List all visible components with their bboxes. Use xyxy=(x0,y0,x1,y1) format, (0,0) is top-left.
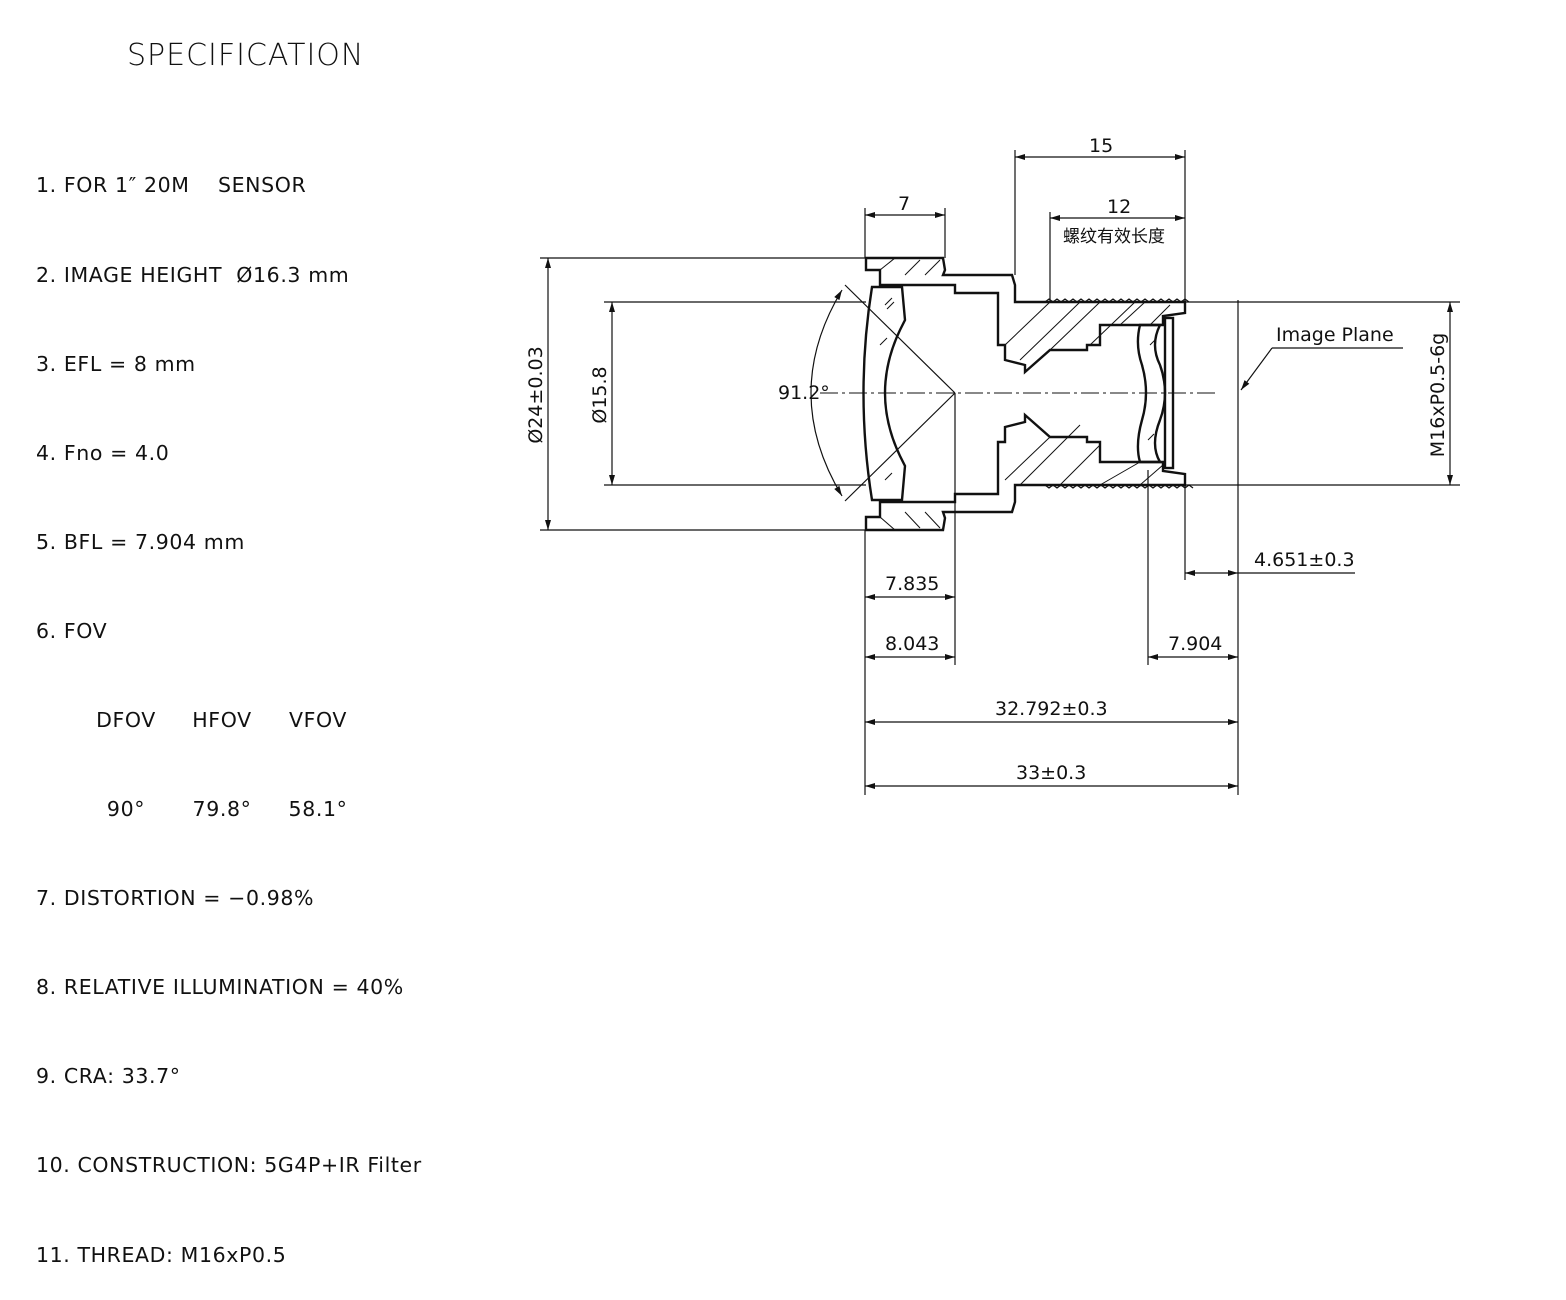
spec-item: 2. IMAGE HEIGHT Ø16.3 mm xyxy=(36,262,350,287)
thread-spec-label: M16xP0.5-6g xyxy=(1427,333,1449,458)
dim-8-043-label: 8.043 xyxy=(885,633,939,655)
spec-item: 8. RELATIVE ILLUMINATION = 40% xyxy=(36,975,404,1000)
spec-item: 7. DISTORTION = −0.98% xyxy=(36,886,315,911)
fov-header-hfov: HFOV xyxy=(192,707,252,732)
spec-item: 9. CRA: 33.7° xyxy=(36,1064,181,1089)
spec-item: 11. THREAD: M16xP0.5 xyxy=(36,1242,287,1267)
dim-7-904-label: 7.904 xyxy=(1168,633,1222,655)
lens-drawing: 91.2° 15 7 12 xyxy=(525,135,1460,795)
fov-header-dfov: DFOV xyxy=(96,707,156,732)
extension-lines xyxy=(540,150,1460,795)
spec-item: 3. EFL = 8 mm xyxy=(36,351,196,376)
spec-item: 1. FOR 1″ 20M SENSOR xyxy=(36,173,307,198)
spec-item: 6. FOV xyxy=(36,618,108,643)
fov-header-vfov: VFOV xyxy=(288,707,347,732)
lens-body xyxy=(864,256,1194,532)
spec-item: 5. BFL = 7.904 mm xyxy=(36,529,245,554)
spec-item: 4. Fno = 4.0 xyxy=(36,440,170,465)
page-title: SPECIFICATION xyxy=(127,38,365,73)
dia-24-label: Ø24±0.03 xyxy=(525,346,547,443)
thread-length-note: 螺纹有效长度 xyxy=(1063,227,1165,247)
dim-15-label: 15 xyxy=(1089,135,1113,157)
dia-15-8-label: Ø15.8 xyxy=(589,366,611,423)
dim-7-835-label: 7.835 xyxy=(885,573,939,595)
fov-value-vfov: 58.1° xyxy=(288,797,348,822)
dim-33-label: 33±0.3 xyxy=(1016,762,1086,784)
dim-7-label: 7 xyxy=(898,193,910,215)
fov-angle-label: 91.2° xyxy=(778,382,830,404)
dim-32-792-label: 32.792±0.3 xyxy=(995,698,1108,720)
dim-4-651-label: 4.651±0.3 xyxy=(1254,549,1355,571)
spec-item: 10. CONSTRUCTION: 5G4P+IR Filter xyxy=(36,1153,422,1178)
fov-value-hfov: 79.8° xyxy=(192,797,252,822)
image-plane-label: Image Plane xyxy=(1276,324,1394,346)
fov-rays xyxy=(810,284,956,502)
fov-value-dfov: 90° xyxy=(106,797,146,822)
fov-values: 90° 79.8° 58.1° xyxy=(36,795,422,825)
fov-headers: DFOV HFOV VFOV xyxy=(36,706,422,736)
dim-12-label: 12 xyxy=(1107,196,1131,218)
dimension-lines xyxy=(545,154,1453,789)
